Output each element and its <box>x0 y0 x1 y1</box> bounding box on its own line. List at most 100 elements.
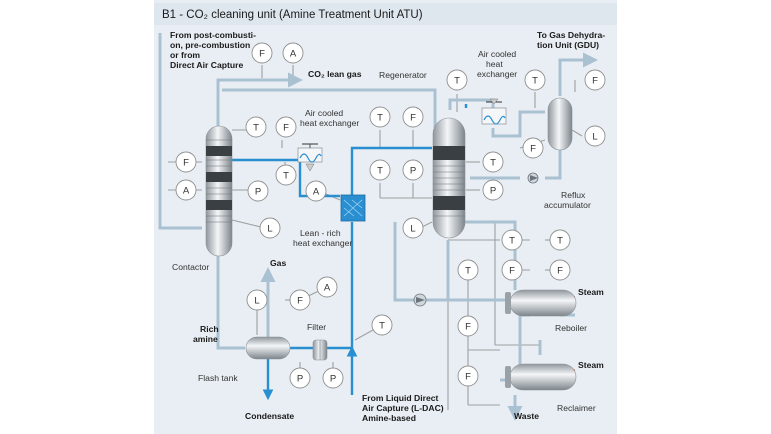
instrument-f-1: F <box>175 151 197 173</box>
label-gas: Gas <box>270 258 286 268</box>
instrument-tag: L <box>410 223 415 234</box>
label-ldac-2: Air Capture (L-DAC) <box>362 403 444 413</box>
instrument-circle <box>316 276 338 298</box>
instrument-circle <box>275 116 297 138</box>
instrument-t-17: T <box>524 69 546 91</box>
instrument-p-33: P <box>322 367 344 389</box>
instrument-circle <box>289 367 311 389</box>
instrument-tag: F <box>283 122 289 133</box>
instrument-f-3: F <box>251 42 273 64</box>
instrument-circle <box>259 217 281 239</box>
reclaimer <box>505 363 577 391</box>
instrument-circle <box>482 179 504 201</box>
label-gdu-2: tion Unit (GDU) <box>537 40 599 50</box>
regenerator-column <box>432 117 466 239</box>
instrument-circle <box>457 365 479 387</box>
instrument-f-21: F <box>522 137 544 159</box>
instrument-t-25: T <box>457 259 479 281</box>
instrument-circle <box>524 69 546 91</box>
label-air-cooled-1a: Air cooled <box>305 108 343 118</box>
instrument-t-7: T <box>275 164 297 186</box>
instrument-tag: F <box>592 75 598 86</box>
label-ldac-1: From Liquid Direct <box>362 393 439 403</box>
air-cooled-heat-exchanger-1 <box>297 143 323 172</box>
instrument-circle <box>549 259 571 281</box>
instrument-f-27: F <box>549 259 571 281</box>
label-regenerator: Regenerator <box>379 70 427 80</box>
instrument-t-23: T <box>501 229 523 251</box>
labels: From post-combusti- on, pre-combustion o… <box>170 30 605 423</box>
instrument-tag: A <box>183 185 190 196</box>
instrument-tag: A <box>290 48 297 59</box>
instrument-circle <box>402 217 424 239</box>
instrument-tag: P <box>255 186 261 197</box>
instrument-circle <box>457 259 479 281</box>
instrument-circle <box>549 229 571 251</box>
instrument-tag: T <box>454 75 460 86</box>
label-contactor: Contactor <box>172 262 209 272</box>
instrument-tag: F <box>465 371 471 382</box>
label-waste: Waste <box>514 411 539 421</box>
instrument-t-24: T <box>549 229 571 251</box>
instrument-f-18: F <box>584 69 606 91</box>
instrument-l-28: L <box>246 289 268 311</box>
instrument-circle <box>305 180 327 202</box>
instrument-f-26: F <box>501 259 523 281</box>
label-lean-rich-1: Lean - rich <box>300 228 341 238</box>
instrument-tag: T <box>377 165 383 176</box>
label-air-cooled-2c: exchanger <box>477 69 517 79</box>
instrument-a-4: A <box>282 42 304 64</box>
instrument-p-8: P <box>247 180 269 202</box>
instrument-f-12: F <box>402 106 424 128</box>
instrument-circle <box>289 289 311 311</box>
label-ldac-3: Amine-based <box>362 413 416 423</box>
instrument-l-22: L <box>584 125 606 147</box>
label-inlet-3: or from <box>170 50 200 60</box>
instrument-tag: F <box>410 112 416 123</box>
instrument-tag: F <box>557 265 563 276</box>
instrument-tag: P <box>297 373 303 384</box>
instrument-circle <box>482 151 504 173</box>
instrument-circle <box>322 367 344 389</box>
instrument-tag: T <box>379 320 385 331</box>
instrument-circle <box>501 259 523 281</box>
instrument-tag: A <box>313 186 320 197</box>
instrument-circle <box>369 106 391 128</box>
label-reclaimer: Reclaimer <box>557 403 596 413</box>
instrument-circle <box>369 159 391 181</box>
instrument-circle <box>251 42 273 64</box>
label-air-cooled-1b: heat exchanger <box>300 118 359 128</box>
instrument-tag: A <box>324 282 331 293</box>
instrument-tag: P <box>490 185 496 196</box>
instrument-tag: T <box>465 265 471 276</box>
instrument-circle <box>584 69 606 91</box>
label-inlet-1: From post-combusti- <box>170 30 256 40</box>
instrument-p-32: P <box>289 367 311 389</box>
instrument-circle <box>501 229 523 251</box>
filter <box>312 339 328 361</box>
label-gdu-1: To Gas Dehydra- <box>537 30 605 40</box>
label-inlet-4: Direct Air Capture <box>170 60 243 70</box>
instrument-circle <box>584 125 606 147</box>
reflux-accumulator <box>547 97 573 151</box>
instrument-f-34: F <box>457 315 479 337</box>
instrument-a-2: A <box>175 179 197 201</box>
instrument-t-5: T <box>245 116 267 138</box>
instrument-circle <box>175 179 197 201</box>
instrument-tag: F <box>297 295 303 306</box>
instrument-t-13: T <box>369 159 391 181</box>
label-lean-rich-2: heat exchanger <box>293 238 352 248</box>
label-air-cooled-2a: Air cooled <box>478 49 516 59</box>
diagram-title: B1 - CO₂ cleaning unit (Amine Treatment … <box>162 9 423 21</box>
instrument-tag: L <box>592 131 597 142</box>
instrument-f-29: F <box>289 289 311 311</box>
air-cooled-heat-exchanger-2 <box>481 98 507 125</box>
instrument-a-9: A <box>305 180 327 202</box>
instrument-tag: F <box>465 321 471 332</box>
instrument-circle <box>175 151 197 173</box>
label-flash-tank: Flash tank <box>198 373 238 383</box>
instrument-tag: L <box>267 223 272 234</box>
instrument-tag: T <box>532 75 538 86</box>
label-reflux-1: Reflux <box>561 190 586 200</box>
